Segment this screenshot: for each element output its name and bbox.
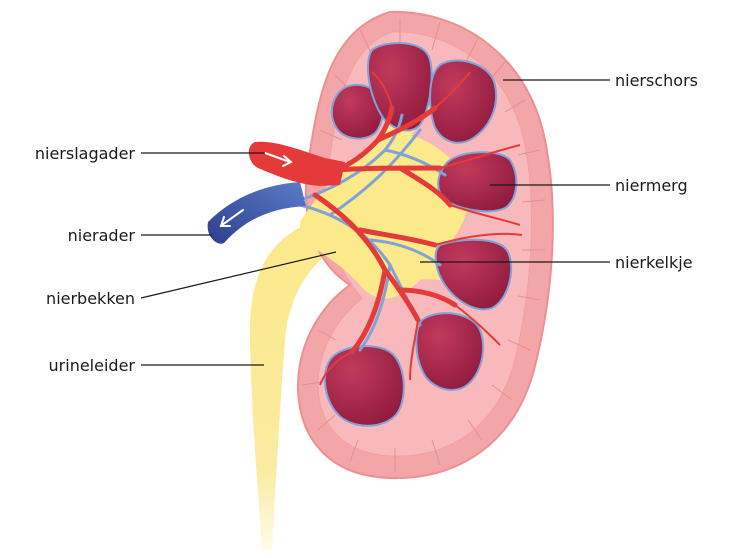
label-nierschors: nierschors bbox=[615, 71, 698, 90]
label-urineleider: urineleider bbox=[49, 356, 136, 375]
label-niermerg: niermerg bbox=[615, 176, 688, 195]
pyramid bbox=[416, 313, 483, 390]
label-nierslagader: nierslagader bbox=[35, 144, 136, 163]
label-nierbekken: nierbekken bbox=[46, 289, 135, 308]
label-nierader: nierader bbox=[68, 226, 136, 245]
label-nierkelkje: nierkelkje bbox=[615, 253, 693, 272]
pyramid bbox=[325, 346, 404, 426]
